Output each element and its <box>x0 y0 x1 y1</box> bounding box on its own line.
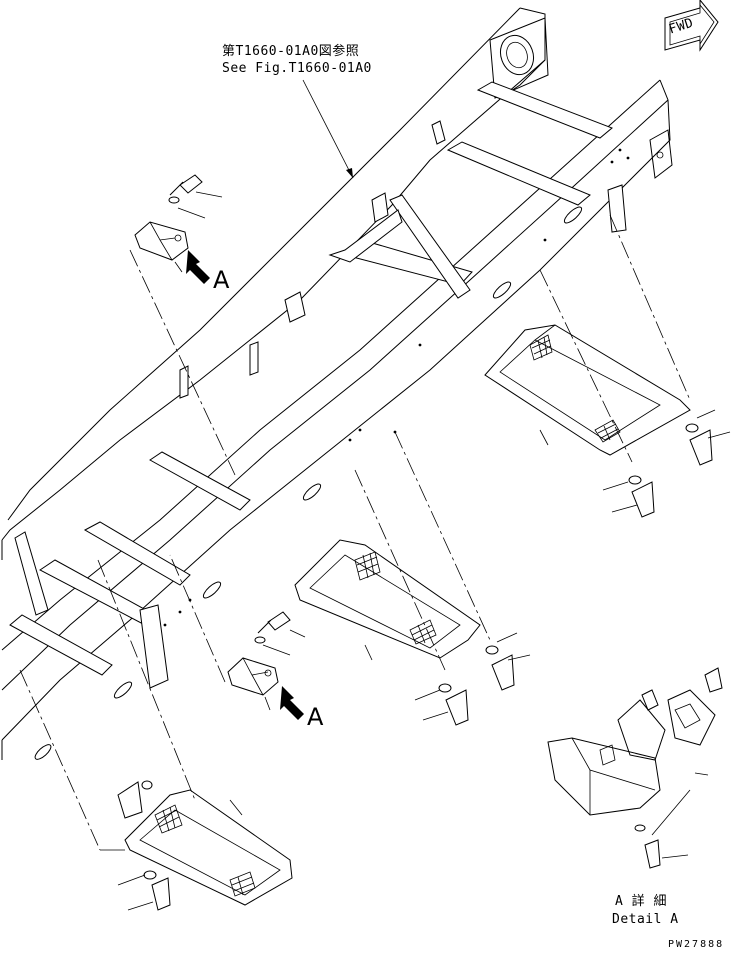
bolts <box>117 174 713 911</box>
detail-a-view <box>547 667 723 869</box>
under-cover-3 <box>124 789 293 906</box>
drawing-number: PW27888 <box>668 939 725 950</box>
view-arrow-upper <box>186 250 210 284</box>
bracket-lower <box>227 657 279 696</box>
cross-members <box>9 81 627 689</box>
direction-arrow <box>664 0 719 52</box>
reference-note-jp: 第T1660-01A0図参照 <box>222 44 360 59</box>
under-cover-1 <box>484 324 691 456</box>
detail-caption-jp: A 詳 細 <box>615 894 667 909</box>
under-cover-2 <box>294 539 481 659</box>
reference-note-en: See Fig.T1660-01A0 <box>222 61 372 76</box>
view-marker-a-lower: A <box>307 703 324 731</box>
view-arrow-lower <box>280 686 304 720</box>
view-marker-a-upper: A <box>213 266 230 294</box>
leader-lines <box>19 79 731 911</box>
detail-caption-en: Detail A <box>612 912 679 927</box>
bracket-upper <box>134 221 189 261</box>
